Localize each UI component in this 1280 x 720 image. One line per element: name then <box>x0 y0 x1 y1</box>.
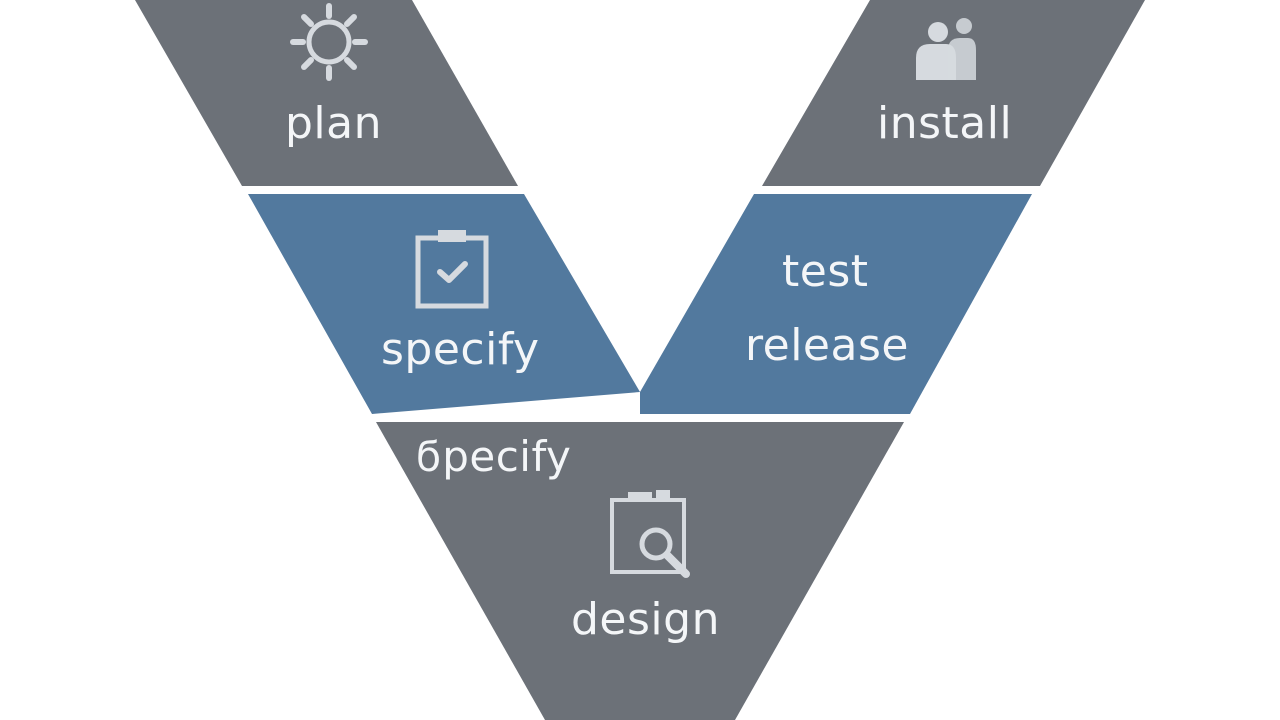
release-label: release <box>745 320 909 371</box>
test-release-band <box>640 194 1032 414</box>
install-band <box>762 0 1145 186</box>
clipboard-check-icon <box>415 230 489 309</box>
plan-label: plan <box>285 98 383 149</box>
gear-icon <box>290 3 368 81</box>
test-label: test <box>782 246 869 297</box>
install-label: install <box>877 98 1013 149</box>
design-label: design <box>571 594 720 645</box>
plan-band <box>135 0 518 186</box>
clipboard-search-icon <box>610 490 690 578</box>
specify-label: specify <box>381 324 540 375</box>
people-icon <box>916 18 976 80</box>
bottom-heading-label: ϭpecify <box>416 432 572 481</box>
